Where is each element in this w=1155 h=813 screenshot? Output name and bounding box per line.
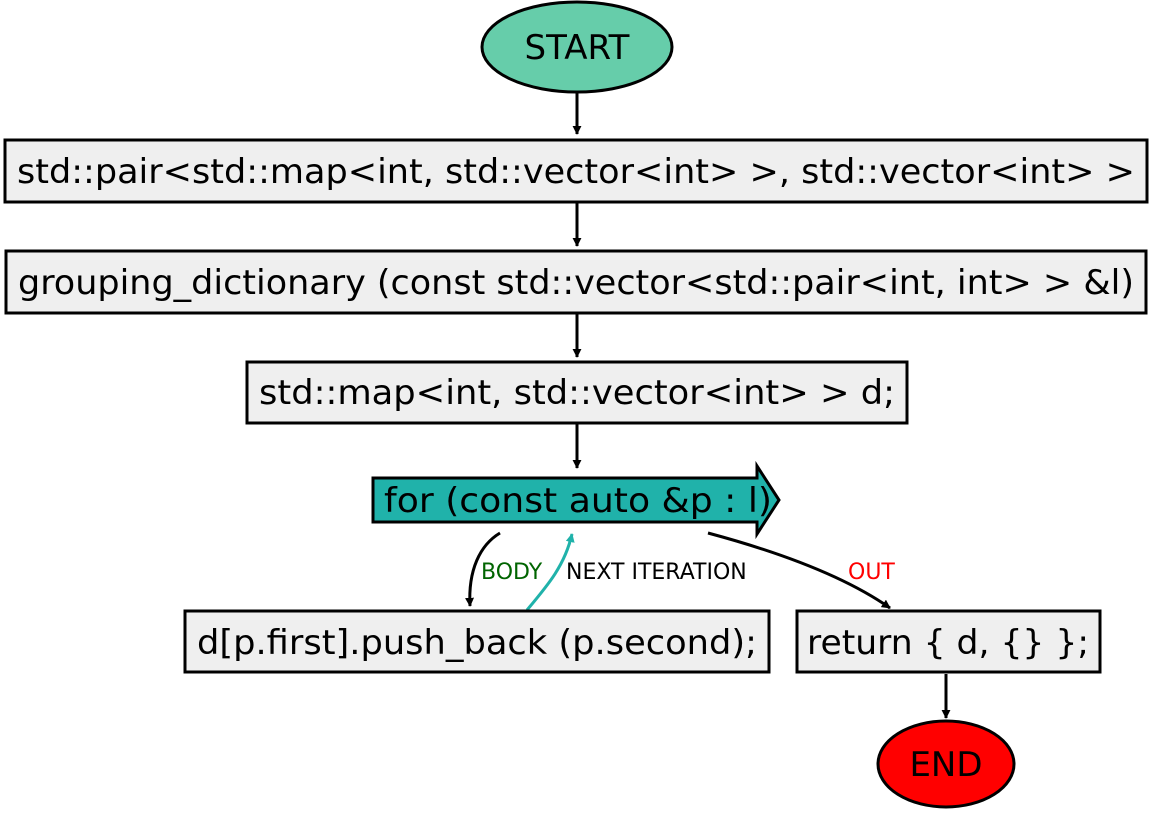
return-label: return { d, {} }; <box>807 623 1089 663</box>
loop-shape <box>371 460 781 540</box>
return-type-label: std::pair<std::map<int, std::vector<int>… <box>17 152 1135 192</box>
end-node: END <box>876 719 1016 809</box>
signature-label: grouping_dictionary (const std::vector<s… <box>18 263 1134 303</box>
edges <box>465 92 951 719</box>
edge-body-to-loop <box>525 533 575 611</box>
signature-node: grouping_dictionary (const std::vector<s… <box>4 249 1148 315</box>
edge-label-out: OUT <box>848 560 895 585</box>
start-label: START <box>525 28 630 68</box>
body-label: d[p.first].push_back (p.second); <box>197 623 757 663</box>
decl-label: std::map<int, std::vector<int> > d; <box>259 373 895 413</box>
edge-label-body: BODY <box>481 560 543 585</box>
body-node: d[p.first].push_back (p.second); <box>183 609 771 674</box>
return-box <box>795 609 1102 674</box>
start-node: START <box>480 0 674 94</box>
return-node: return { d, {} }; <box>795 609 1102 674</box>
end-ellipse <box>876 719 1016 809</box>
return-type-box <box>3 138 1149 204</box>
edge-label-next-iteration: NEXT ITERATION <box>566 560 747 585</box>
decl-box <box>245 360 909 425</box>
start-ellipse <box>480 0 674 94</box>
end-label: END <box>909 745 982 785</box>
body-box <box>183 609 771 674</box>
edge-loop-to-return <box>707 531 891 610</box>
loop-label: for (const auto &p : l) <box>384 481 772 521</box>
signature-box <box>4 249 1148 315</box>
edge-loop-to-body <box>465 531 501 607</box>
return-type-node: std::pair<std::map<int, std::vector<int>… <box>3 138 1149 204</box>
decl-node: std::map<int, std::vector<int> > d; <box>245 360 909 425</box>
loop-node: for (const auto &p : l) <box>371 460 781 540</box>
